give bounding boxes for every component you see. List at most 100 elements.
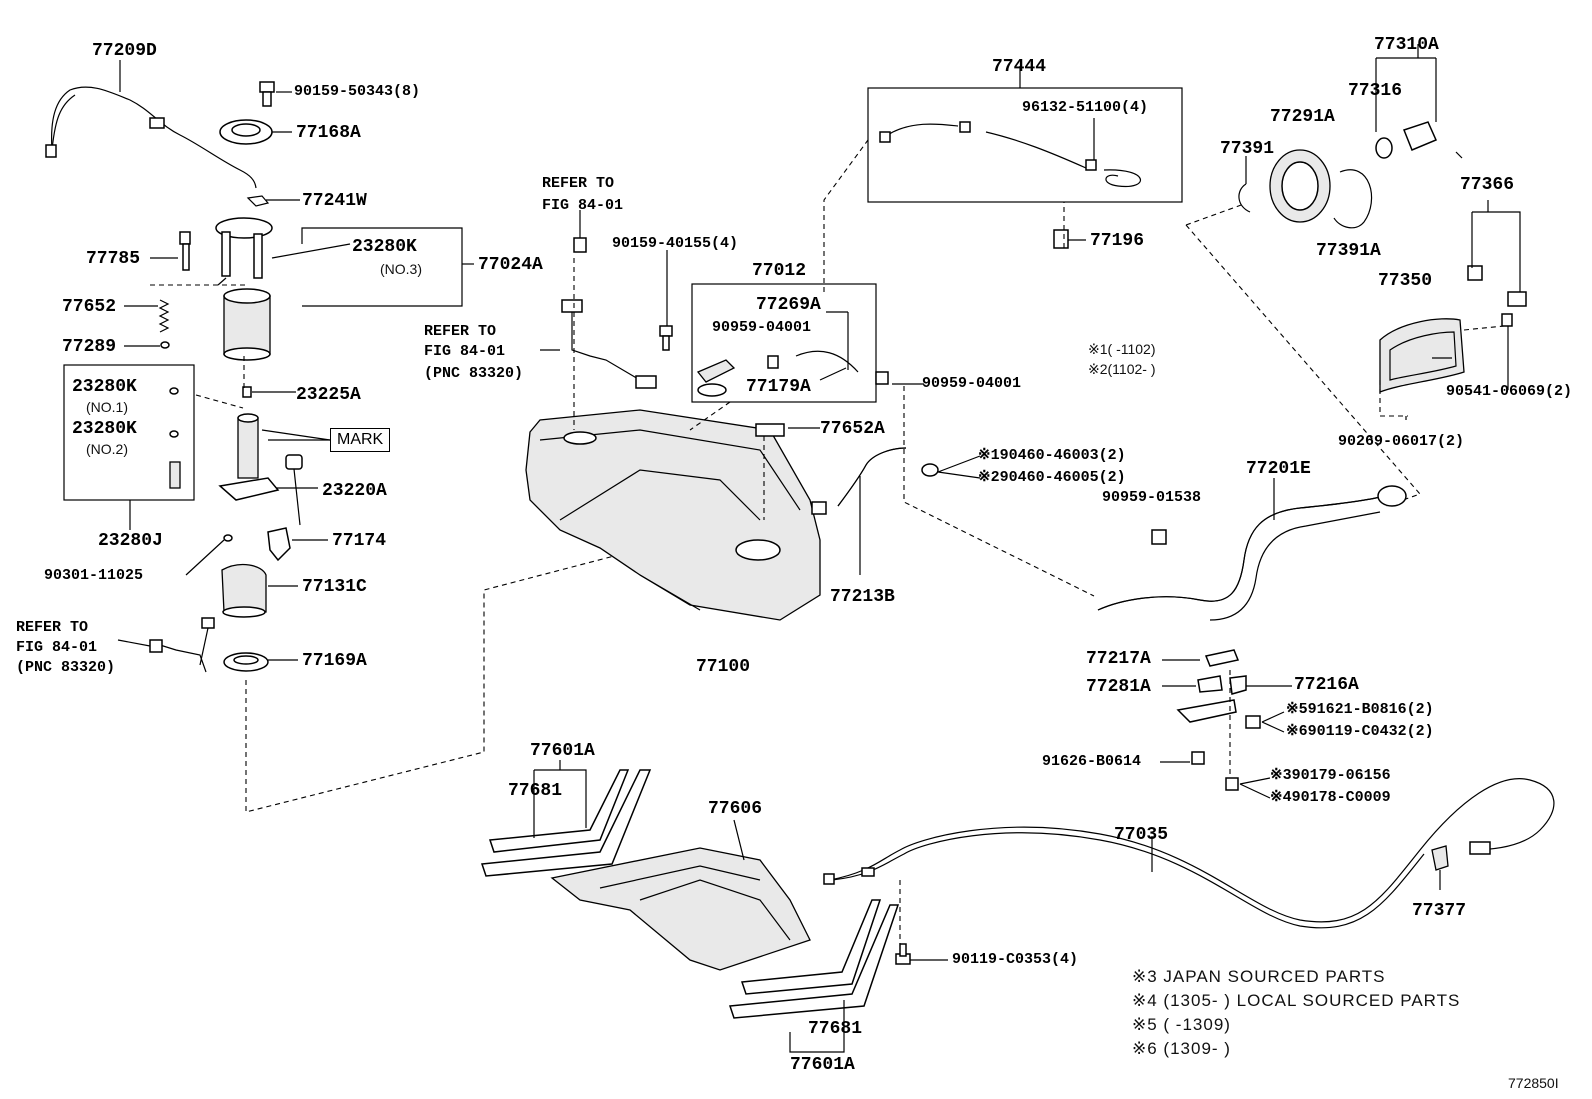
bolt-90119-C0353 bbox=[895, 943, 948, 965]
pump-23220A bbox=[218, 413, 303, 526]
part-label-77366: 77366 bbox=[1460, 175, 1515, 195]
part-label-77201E: 77201E bbox=[1246, 459, 1311, 479]
part-label-77681-bot: 77681 bbox=[808, 1019, 863, 1039]
inlet-77291A bbox=[1269, 149, 1331, 223]
mark-callout: MARK bbox=[330, 428, 391, 452]
part-label-77377: 77377 bbox=[1412, 901, 1467, 921]
part-label-77316: 77316 bbox=[1348, 81, 1403, 101]
fuel-tank-77100 bbox=[525, 409, 821, 621]
dashed-guides-left bbox=[150, 284, 753, 813]
part-label-77606: 77606 bbox=[708, 799, 763, 819]
part-label-77024A: 77024A bbox=[478, 255, 543, 275]
part-label-77681-top: 77681 bbox=[508, 781, 563, 801]
clamp-90460 bbox=[921, 463, 939, 477]
cap-77316 bbox=[1375, 137, 1393, 159]
part-label-77213B: 77213B bbox=[830, 587, 895, 607]
part-label-90959-04001-b: 90959-04001 bbox=[922, 375, 1022, 392]
part-label-90159-40155: 90159-40155(4) bbox=[612, 235, 739, 252]
box-77012 bbox=[691, 283, 877, 403]
ring-77289 bbox=[160, 341, 170, 349]
part-label-23280K-no1: 23280K bbox=[72, 377, 137, 397]
bracket-77174 bbox=[267, 527, 291, 562]
part-label-77209D: 77209D bbox=[92, 41, 157, 61]
cap-77310A bbox=[1375, 44, 1463, 159]
part-sublabel-no1: (NO.1) bbox=[86, 399, 128, 415]
part-label-90541-06069: 90541-06069(2) bbox=[1446, 383, 1573, 400]
plate-77652A bbox=[755, 423, 785, 437]
part-label-77168A: 77168A bbox=[296, 123, 361, 143]
refer-b-line1: REFER TO bbox=[424, 323, 497, 340]
part-label-90959-04001-a: 90959-04001 bbox=[712, 319, 812, 336]
date-note-1: ※1( -1102) bbox=[1088, 341, 1156, 357]
part-label-77291A: 77291A bbox=[1270, 107, 1335, 127]
part-label-23280K-no3: 23280K bbox=[352, 237, 417, 257]
part-label-77289: 77289 bbox=[62, 337, 117, 357]
part-label-77169A: 77169A bbox=[302, 651, 367, 671]
part-label-77035: 77035 bbox=[1114, 825, 1169, 845]
part-label-77012: 77012 bbox=[752, 261, 807, 281]
bracket-77024A bbox=[215, 217, 273, 286]
part-label-77652A: 77652A bbox=[820, 419, 885, 439]
filler-pipe-77201E bbox=[1097, 478, 1407, 621]
brackets-lower-right bbox=[1160, 649, 1292, 799]
spring-77652 bbox=[158, 299, 170, 333]
part-label-90119-C0353: 90119-C0353(4) bbox=[952, 951, 1079, 968]
leaders-left bbox=[117, 60, 581, 661]
ring-77391A bbox=[1333, 169, 1373, 229]
part-label-23225A: 23225A bbox=[296, 385, 361, 405]
pump-parts-box-23280J bbox=[63, 364, 195, 501]
clip-77241W bbox=[246, 195, 270, 207]
part-label-77216A: 77216A bbox=[1294, 675, 1359, 695]
part-label-90179-06156: ※390179-06156 bbox=[1270, 767, 1391, 784]
part-label-90959-01538: 90959-01538 bbox=[1102, 489, 1202, 506]
part-label-90460-46003: ※190460-46003(2) bbox=[978, 447, 1126, 464]
date-note-2: ※2(1102- ) bbox=[1088, 361, 1156, 377]
refer-c-line3: (PNC 83320) bbox=[16, 659, 116, 676]
refer-b-line2: FIG 84-01 bbox=[424, 343, 506, 360]
part-label-77601A-bot: 77601A bbox=[790, 1055, 855, 1075]
part-label-90301-11025: 90301-11025 bbox=[44, 567, 144, 584]
clip-90959-01538 bbox=[1151, 529, 1167, 545]
refer-c-line1: REFER TO bbox=[16, 619, 89, 636]
figure-id: 772850I bbox=[1508, 1075, 1559, 1091]
refer-a-line1: REFER TO bbox=[542, 175, 615, 192]
part-label-77196: 77196 bbox=[1090, 231, 1145, 251]
legend-note-5: ※5 ( -1309) bbox=[1132, 1015, 1231, 1034]
part-label-77601A-top: 77601A bbox=[530, 741, 595, 761]
box-77444 bbox=[867, 66, 1183, 203]
strainer-77131C bbox=[221, 563, 267, 618]
connector-77785 bbox=[179, 231, 191, 271]
washer-90301-11025 bbox=[223, 534, 233, 542]
door-77350 bbox=[1379, 200, 1527, 393]
part-label-90269-06017: 90269-06017(2) bbox=[1338, 433, 1465, 450]
straps-top-77601A bbox=[480, 760, 652, 877]
part-label-77131C: 77131C bbox=[302, 577, 367, 597]
legend-note-6: ※6 (1309- ) bbox=[1132, 1039, 1231, 1058]
part-sublabel-no3: (NO.3) bbox=[380, 261, 422, 277]
part-label-77391: 77391 bbox=[1220, 139, 1275, 159]
part-label-91621-B0816: ※591621-B0816(2) bbox=[1286, 701, 1434, 718]
filter-housing bbox=[223, 288, 271, 361]
refer-b-line3: (PNC 83320) bbox=[424, 365, 524, 382]
part-label-77785: 77785 bbox=[86, 249, 141, 269]
part-label-77241W: 77241W bbox=[302, 191, 367, 211]
part-label-90119-C0432: ※690119-C0432(2) bbox=[1286, 723, 1434, 740]
legend-note-3: ※3 JAPAN SOURCED PARTS bbox=[1132, 967, 1386, 986]
part-label-90460-46005: ※290460-46005(2) bbox=[978, 469, 1126, 486]
part-label-77281A: 77281A bbox=[1086, 677, 1151, 697]
cable-77035 bbox=[823, 778, 1555, 929]
gasket-77168A bbox=[219, 119, 273, 145]
refer-c-line2: FIG 84-01 bbox=[16, 639, 98, 656]
part-label-77310A: 77310A bbox=[1374, 35, 1439, 55]
cap-23225A bbox=[242, 386, 252, 398]
sender-unit-ref bbox=[561, 237, 657, 389]
part-label-77217A: 77217A bbox=[1086, 649, 1151, 669]
gasket-77169A bbox=[223, 652, 269, 672]
bolt-90159-40155 bbox=[659, 250, 673, 351]
part-label-90159-50343: 90159-50343(8) bbox=[294, 83, 421, 100]
ring-77391 bbox=[1238, 156, 1251, 213]
screw-90159-50343 bbox=[259, 81, 275, 107]
part-label-77174: 77174 bbox=[332, 531, 387, 551]
